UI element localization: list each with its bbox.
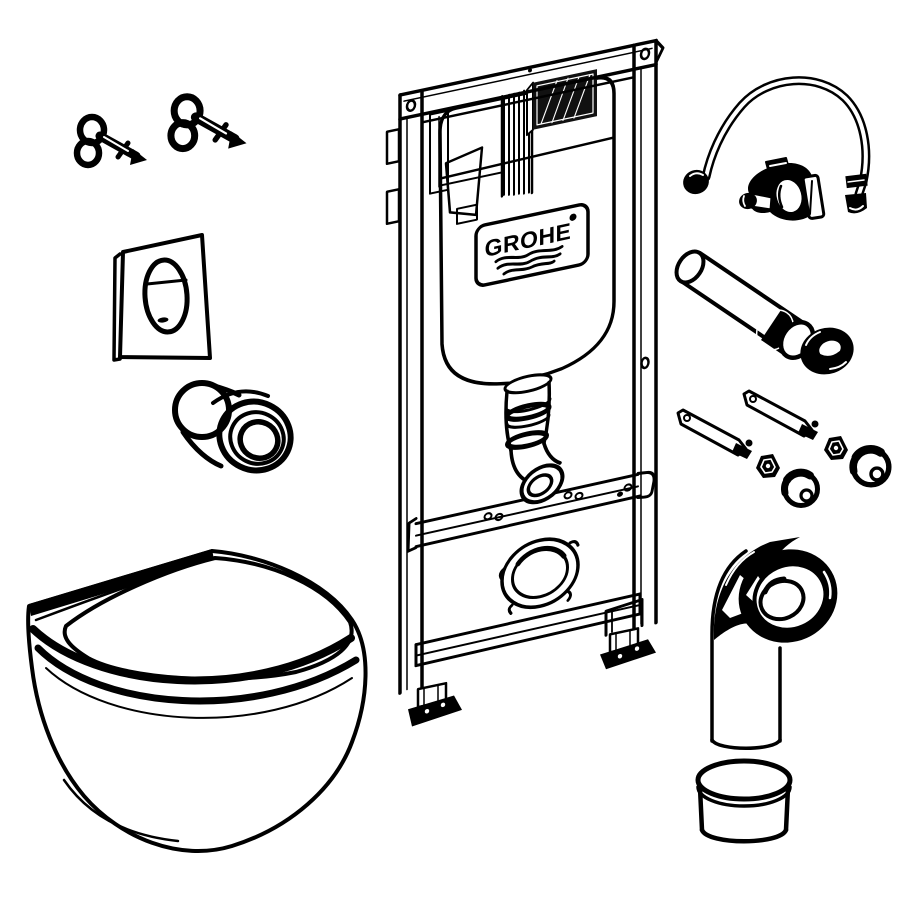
- flush-actuation-plate: [112, 233, 212, 362]
- cover-cap: [853, 449, 889, 485]
- cover-cap: [785, 473, 818, 506]
- flush-pipe: [674, 249, 816, 360]
- hex-nut: [823, 435, 849, 461]
- connection-sleeve: [695, 758, 793, 844]
- logo-waves: [494, 245, 564, 276]
- cistern-cover-block: [526, 69, 597, 137]
- lower-crossbar: [414, 592, 642, 668]
- flush-pipe-seal: [800, 327, 854, 375]
- hex-nut: [755, 453, 781, 479]
- installation-frame: GROHE: [385, 38, 665, 727]
- left-foot: [408, 681, 462, 727]
- seat-band-lower: [34, 644, 360, 705]
- wall-bracket: [604, 598, 644, 637]
- supply-hose-assembly: [683, 76, 871, 221]
- wall-hung-toilet: [26, 549, 368, 853]
- wall-anchor-screw-left: [77, 117, 147, 165]
- hose-end-fitting-right: [845, 173, 868, 214]
- flush-bend-outlet: [519, 463, 565, 505]
- drain-opening-bracket: [498, 537, 580, 615]
- wc-fixation-set: [676, 389, 889, 506]
- wall-anchor-screw-right: [171, 97, 247, 149]
- wall-sleeve: [172, 380, 294, 474]
- angle-valve: [739, 157, 826, 221]
- threaded-rod: [742, 389, 820, 442]
- seat-band-upper: [29, 625, 355, 685]
- threaded-rod: [676, 408, 754, 461]
- registered-mark: [569, 213, 577, 221]
- dual-flush-button: [142, 257, 190, 335]
- grohe-badge: GROHE: [474, 202, 590, 287]
- frame-rails: [398, 38, 665, 695]
- rear-rim-band: [29, 549, 214, 616]
- outlet-elbow: [710, 537, 838, 750]
- right-foot: [600, 627, 656, 670]
